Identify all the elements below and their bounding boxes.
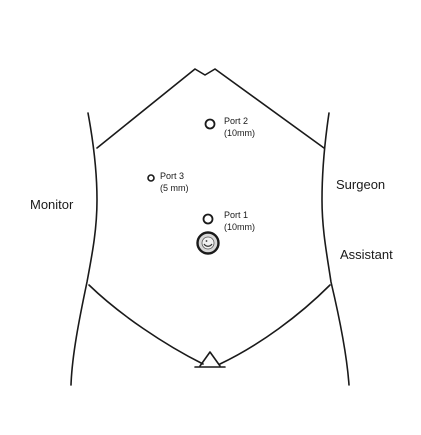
umbilicus-icon xyxy=(196,231,220,255)
port-2-name: Port 2 xyxy=(224,116,249,126)
port-1-marker xyxy=(202,213,214,225)
port-3-size: (5 mm) xyxy=(160,183,189,193)
monitor-label: Monitor xyxy=(30,197,74,212)
port-3-name: Port 3 xyxy=(160,171,185,181)
left-flank-outline xyxy=(70,112,98,386)
port-1-size: (10mm) xyxy=(224,222,255,232)
right-inguinal-line xyxy=(219,284,331,365)
port-2-marker xyxy=(204,118,216,130)
port-1-label: Port 1 (10mm) xyxy=(224,209,255,233)
port-2-label: Port 2 (10mm) xyxy=(224,115,255,139)
costal-margin-outline xyxy=(96,68,325,149)
pubic-mark xyxy=(199,351,221,367)
port-3-marker xyxy=(147,174,155,182)
port-1-name: Port 1 xyxy=(224,210,249,220)
right-flank-outline xyxy=(321,112,350,386)
assistant-label: Assistant xyxy=(340,247,393,262)
surgeon-label: Surgeon xyxy=(336,177,386,192)
port-2-size: (10mm) xyxy=(224,128,255,138)
port-3-label: Port 3 (5 mm) xyxy=(160,170,189,194)
left-inguinal-line xyxy=(88,284,204,365)
